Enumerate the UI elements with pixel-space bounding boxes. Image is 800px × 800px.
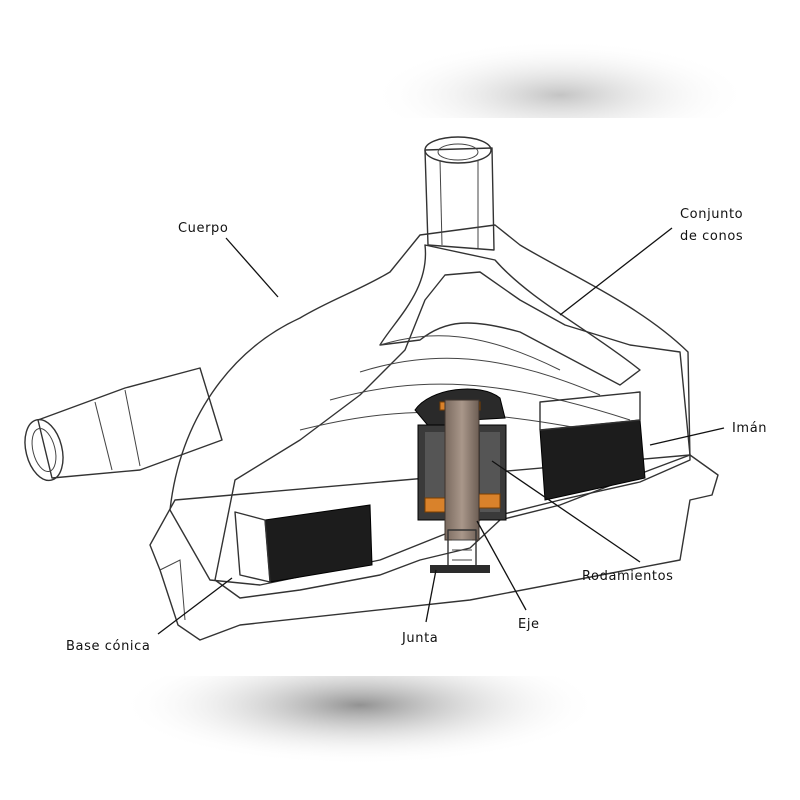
leader-cuerpo: [225, 237, 279, 298]
inlet-tube: [24, 367, 223, 482]
leader-junta: [425, 569, 437, 623]
body-dome: [169, 224, 691, 586]
bearing-left: [424, 497, 448, 513]
outlet-neck: [424, 136, 495, 251]
label-cuerpo: Cuerpo: [178, 221, 228, 236]
bearing-right: [477, 493, 501, 509]
leader-lines: [157, 227, 725, 635]
leader-iman: [649, 427, 725, 446]
cone-assembly: [379, 244, 641, 386]
leader-eje: [476, 520, 527, 611]
bottom-shadow-cut: [100, 640, 700, 676]
label-rodamientos: Rodamientos: [582, 569, 674, 584]
seal: [430, 529, 490, 573]
label-conjunto-line1: Conjunto: [680, 207, 743, 222]
shaft: [444, 399, 480, 541]
device: [24, 136, 719, 641]
label-base-conica: Base cónica: [66, 639, 150, 654]
label-eje: Eje: [518, 617, 540, 632]
leader-base: [157, 577, 233, 635]
label-junta: Junta: [401, 631, 438, 646]
magnet-left: [234, 504, 373, 583]
label-iman: Imán: [732, 421, 767, 436]
leader-conjunto: [559, 227, 673, 316]
leader-rodamientos: [491, 460, 641, 563]
section-face: [214, 271, 691, 599]
magnet-right: [539, 391, 646, 501]
label-conjunto-line2: de conos: [680, 229, 743, 244]
labels: Cuerpo Conjunto de conos Imán Rodamiento…: [66, 207, 767, 654]
top-shadow-cut: [300, 118, 800, 158]
